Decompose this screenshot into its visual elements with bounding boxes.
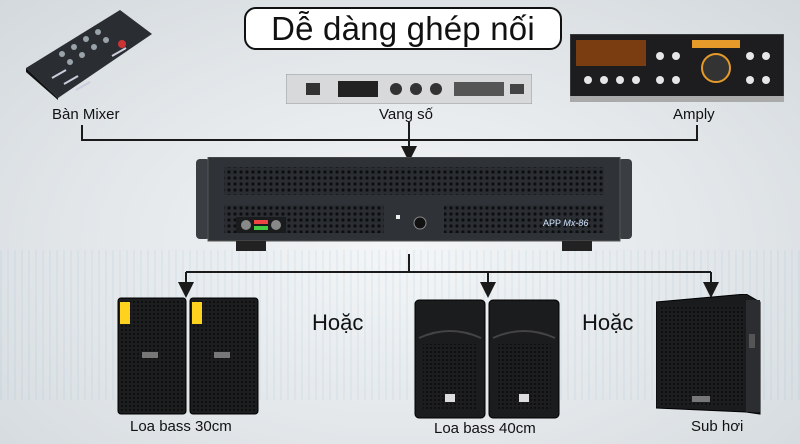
amplifier-model: Mx-86 [563,218,589,228]
mixer-image [26,10,152,100]
speaker-30cm-label: Loa bass 30cm [130,418,232,435]
speaker-40cm-image [414,299,560,419]
subwoofer-image [656,294,761,415]
effects-processor-image [286,74,532,104]
power-amplifier-image [196,157,632,251]
amply-label: Amply [673,106,715,123]
subwoofer-label: Sub hơi [691,418,744,435]
speaker-30cm-image [117,297,259,415]
mixer-label: Bàn Mixer [52,106,120,123]
effects-label: Vang số [379,106,433,123]
or-text-2: Hoặc [582,310,634,335]
amply-image [570,34,784,102]
page-title: Dễ dàng ghép nối [244,7,562,50]
amplifier-brand: APP [543,218,561,228]
or-text-1: Hoặc [312,310,364,335]
amplifier-brand-badge: APP Mx-86 [543,218,588,228]
speaker-40cm-label: Loa bass 40cm [434,420,536,437]
